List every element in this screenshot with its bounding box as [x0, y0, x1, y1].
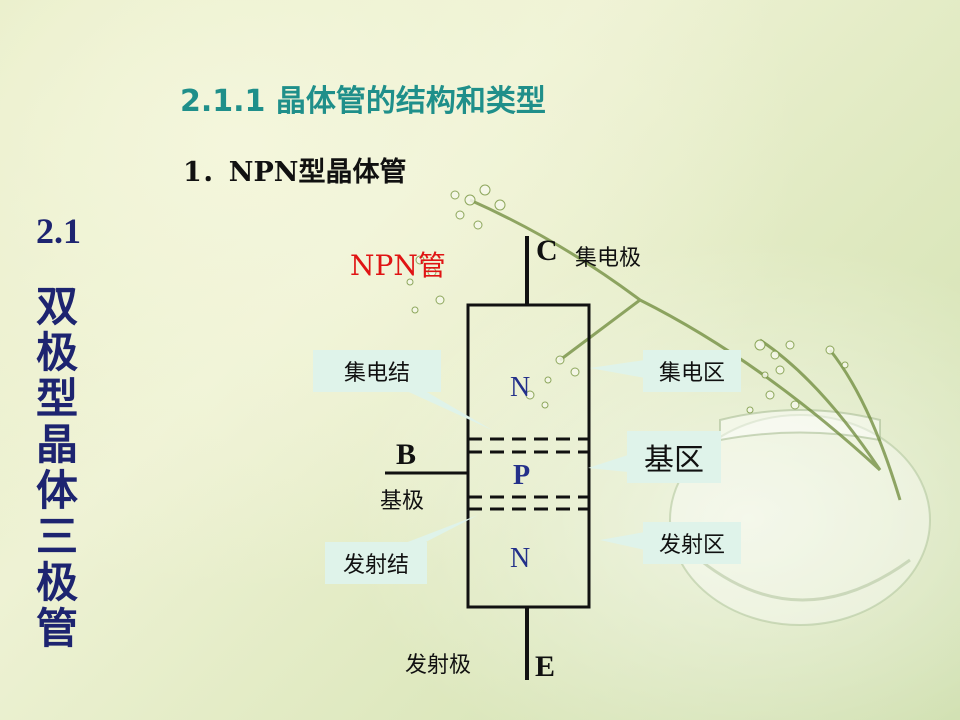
- base-region-letter: P: [513, 460, 531, 491]
- collector-region-letter: N: [510, 372, 531, 403]
- emitter-region-pointer: [600, 532, 645, 550]
- transistor-body: [466, 303, 591, 609]
- collector-name: 集电极: [575, 246, 642, 271]
- slide-title: 2.1.1 晶体管的结构和类型: [180, 84, 546, 119]
- npn-tube-label: NPN管: [350, 249, 446, 282]
- emitter-junction-pointer: [400, 515, 478, 545]
- base-name: 基极: [380, 489, 425, 514]
- base-letter: B: [396, 438, 417, 471]
- emitter-region-letter: N: [510, 543, 531, 574]
- base-region-callout: 基区: [627, 431, 721, 483]
- chapter-number: 2.1: [36, 211, 81, 251]
- emitter-region-callout: 发射区: [643, 522, 741, 564]
- slide-subtitle: 1．NPN型晶体管: [183, 157, 407, 188]
- collector-junction-callout: 集电结: [313, 350, 441, 392]
- emitter-name: 发射极: [405, 653, 472, 678]
- base-region-pointer: [588, 455, 628, 472]
- emitter-junction-callout: 发射结: [325, 542, 427, 584]
- emitter-letter: E: [535, 650, 556, 683]
- collector-region-callout: 集电区: [643, 350, 741, 392]
- collector-letter: C: [536, 234, 558, 267]
- collector-junction-pointer: [400, 388, 492, 430]
- chapter-title: 双极型晶体三极管: [36, 282, 79, 653]
- collector-region-pointer: [590, 360, 645, 378]
